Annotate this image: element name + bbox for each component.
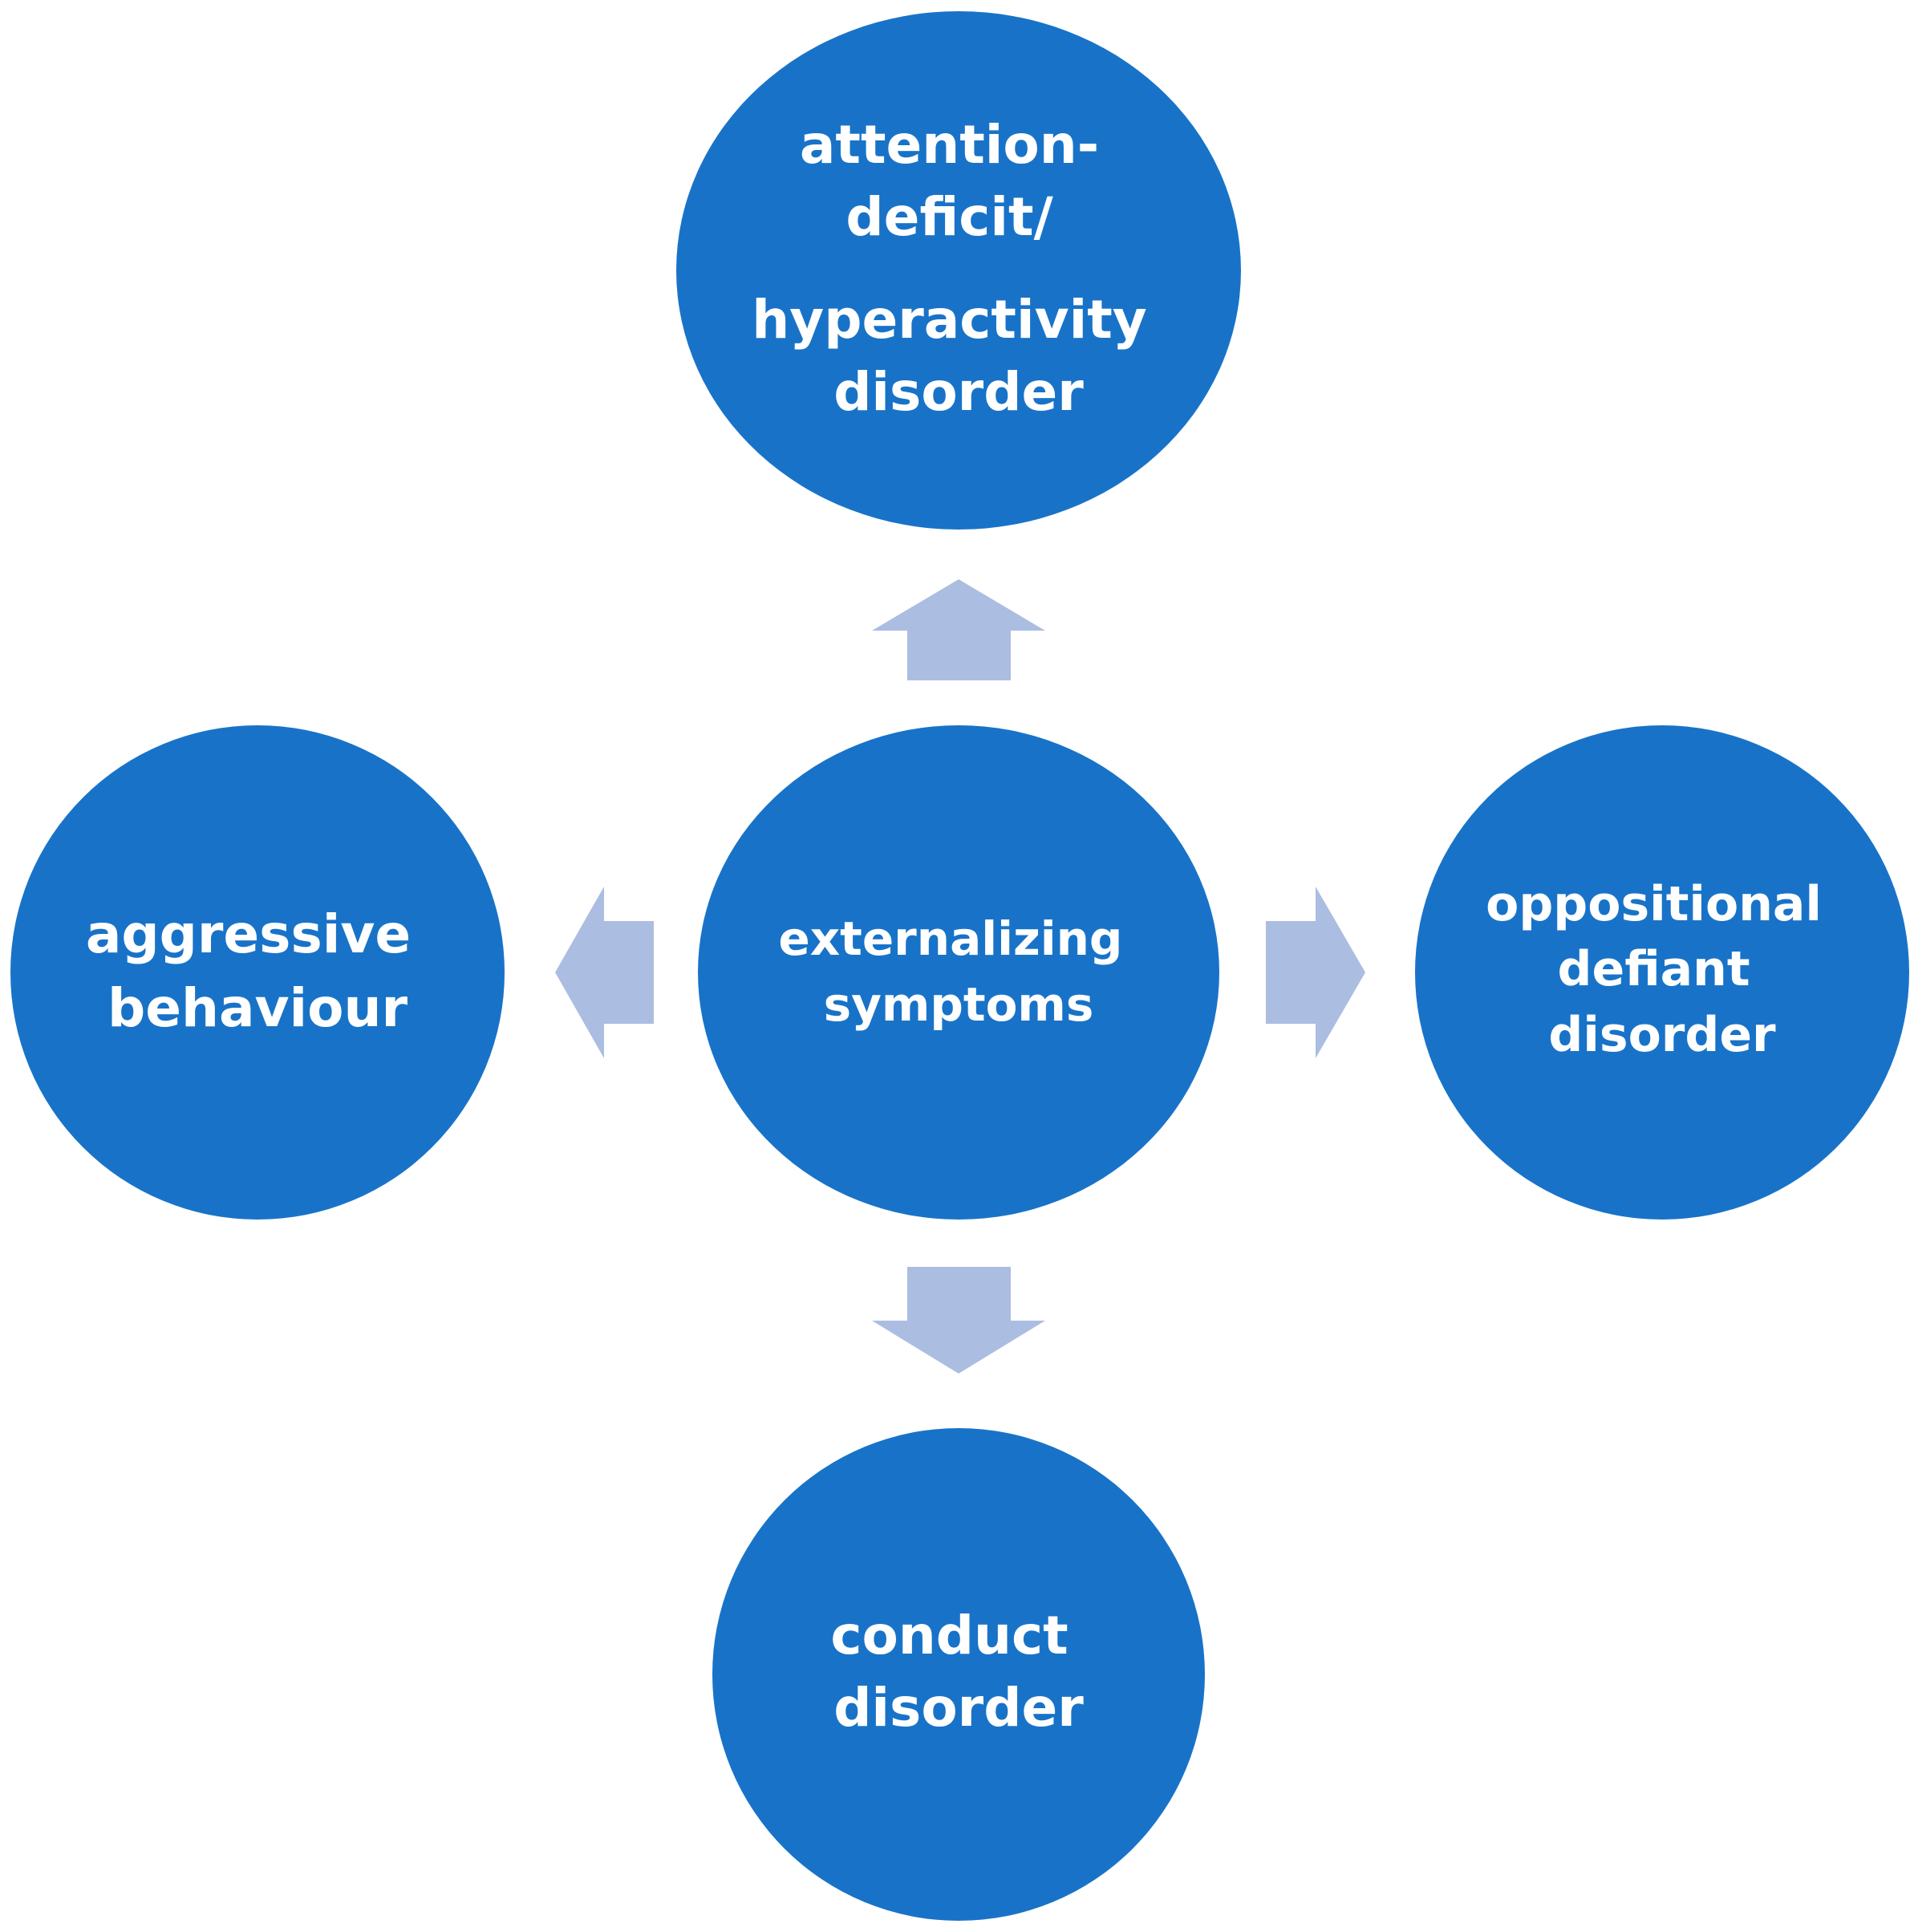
node-adhd-line-4: disorder <box>833 361 1084 423</box>
node-externalizing-symptoms: externalizing symptoms <box>698 725 1219 1220</box>
arrow-down <box>872 1267 1045 1374</box>
node-adhd-circle <box>676 11 1241 530</box>
node-conduct-disorder: conduct disorder <box>712 1428 1205 1921</box>
node-aggressive-behaviour: aggressive behaviour <box>10 725 505 1220</box>
node-oppositional-defiant-disorder-circle <box>1415 725 1909 1220</box>
node-oppositional-defiant-disorder-line-2: defiant <box>1558 941 1750 997</box>
arrows <box>555 579 1365 1374</box>
node-conduct-disorder-line-2: disorder <box>833 1677 1084 1739</box>
node-aggressive-behaviour-circle <box>10 725 505 1220</box>
node-externalizing-symptoms-circle <box>698 725 1219 1220</box>
node-oppositional-defiant-disorder-line-1: oppositional <box>1486 876 1822 932</box>
node-conduct-disorder-line-1: conduct <box>830 1605 1068 1666</box>
node-externalizing-symptoms-line-1: externalizing <box>778 911 1122 966</box>
node-conduct-disorder-circle <box>712 1428 1205 1921</box>
node-adhd-label: attention- deficit/ hyperactivity disord… <box>752 114 1166 423</box>
node-oppositional-defiant-disorder: oppositional defiant disorder <box>1415 725 1909 1220</box>
node-externalizing-symptoms-line-2: symptoms <box>824 977 1094 1032</box>
node-aggressive-behaviour-line-1: aggressive <box>86 903 411 965</box>
arrow-left <box>555 887 654 1058</box>
node-adhd-line-3: hyperactivity <box>752 289 1147 351</box>
node-oppositional-defiant-disorder-line-3: disorder <box>1548 1007 1776 1063</box>
node-conduct-disorder-label: conduct disorder <box>830 1605 1086 1739</box>
node-adhd-line-1: attention- <box>800 114 1099 176</box>
node-adhd: attention- deficit/ hyperactivity disord… <box>676 11 1241 530</box>
arrow-up <box>872 579 1045 680</box>
node-adhd-line-2: deficit/ <box>845 186 1053 248</box>
node-oppositional-defiant-disorder-label: oppositional defiant disorder <box>1486 876 1839 1063</box>
node-aggressive-behaviour-label: aggressive behaviour <box>86 903 429 1039</box>
node-externalizing-symptoms-label: externalizing symptoms <box>778 911 1138 1032</box>
node-aggressive-behaviour-line-2: behaviour <box>107 977 408 1039</box>
arrow-right <box>1266 887 1365 1058</box>
